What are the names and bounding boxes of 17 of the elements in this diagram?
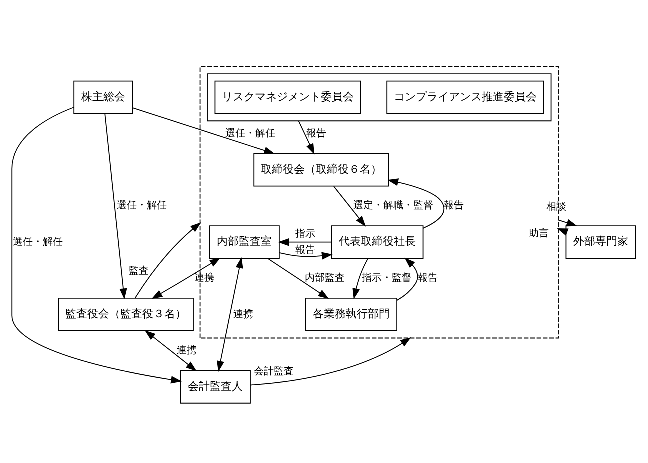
edge-label: 報告 — [306, 128, 327, 140]
edge-label: 報告 — [444, 200, 464, 212]
edge-label: 連携 — [177, 345, 198, 356]
edge-label: 連携 — [233, 309, 254, 320]
edge-label: 監査 — [128, 266, 149, 277]
edge-label: 内部監査 — [305, 273, 346, 284]
edge-label: 相談 — [546, 202, 567, 213]
edge-label: 選任・解任 — [116, 200, 167, 212]
edge-label: 報告 — [418, 273, 438, 284]
edge-label: 指示・監督 — [362, 273, 412, 284]
edge-label: 選定・解職・監督 — [353, 200, 434, 212]
edge-label: 会計監査 — [254, 366, 294, 378]
edge-label: 選任・解任 — [226, 128, 276, 140]
edge-label: 報告 — [296, 245, 316, 256]
edge-label: 指示 — [296, 228, 316, 240]
edge-label: 助言 — [528, 228, 549, 240]
edge-label: 選任・解任 — [12, 236, 63, 248]
